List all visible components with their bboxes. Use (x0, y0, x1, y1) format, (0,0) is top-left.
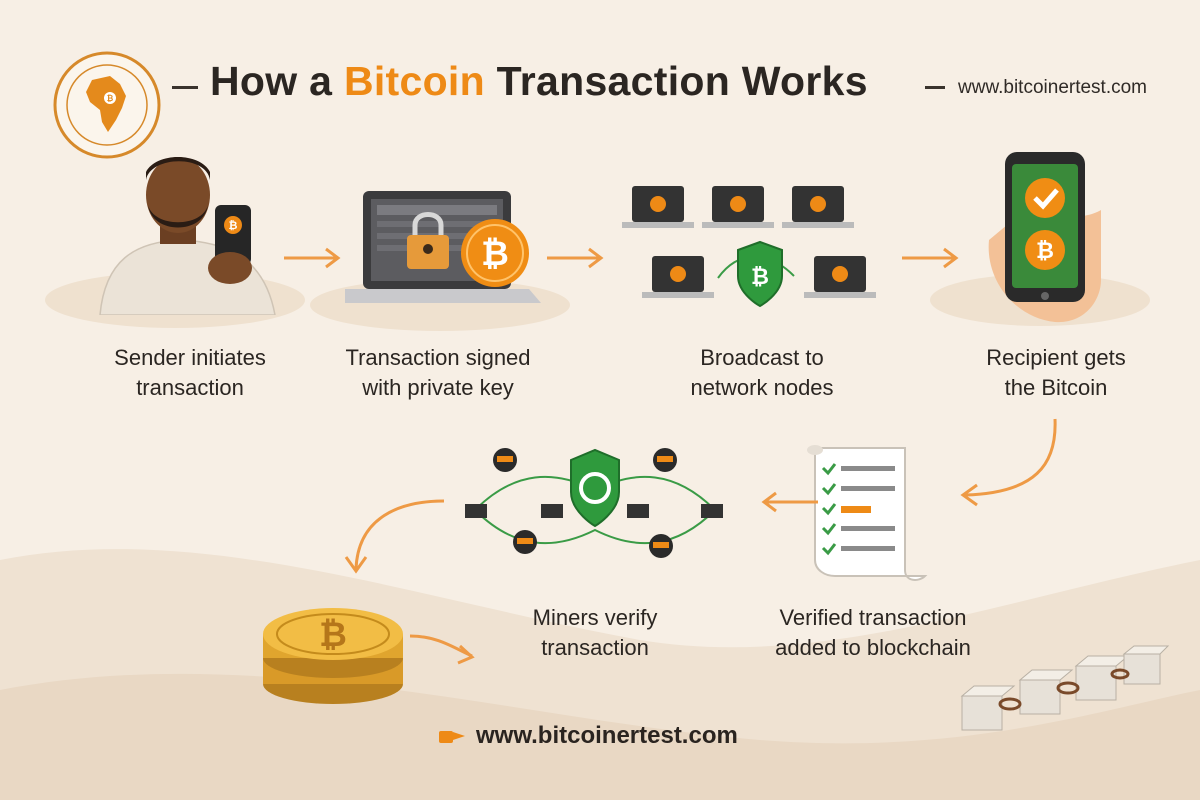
node-laptop-1 (622, 186, 694, 228)
flow-arrow-2 (547, 247, 604, 269)
flow-arrow-1 (284, 247, 341, 269)
broadcast-network-illustration: ₿ (622, 186, 876, 308)
chain-block-2 (1018, 669, 1074, 715)
flow-arrow-4 (960, 418, 1057, 507)
flow-arrow-7 (409, 634, 475, 665)
shield-icon: ₿ (737, 240, 783, 308)
page-title: How a Bitcoin Transaction Works (210, 58, 868, 104)
chain-block-3 (1074, 655, 1130, 701)
bitcoin-icon: ₿ (1025, 230, 1065, 270)
miner-robot-3 (513, 530, 537, 554)
flow-arrow-3 (902, 247, 959, 269)
svg-text:₿: ₿ (229, 219, 238, 232)
footer-site-link[interactable]: www.bitcoinertest.com (438, 722, 738, 750)
pointing-hand-icon (439, 731, 465, 743)
bitcoin-icon: ₿ (319, 615, 347, 655)
chain-links (998, 668, 1130, 711)
brand-logo-seal: ₿ (53, 51, 161, 159)
padlock-icon (407, 212, 449, 269)
checkmark-icon (1025, 178, 1065, 218)
svg-text:₿: ₿ (1036, 239, 1054, 264)
flow-arrow-5 (761, 491, 818, 513)
title-accent: Bitcoin (343, 58, 485, 104)
bitcoin-coin-icon: ₿ (461, 219, 529, 287)
node-laptop-3 (782, 186, 854, 228)
sender-illustration: ₿ (99, 157, 276, 315)
site-url-header[interactable]: www.bitcoinertest.com (958, 77, 1148, 98)
miner-robot-4 (649, 534, 673, 558)
svg-text:₿: ₿ (107, 94, 114, 103)
node-laptop-4 (642, 256, 714, 298)
signed-laptop-illustration: ₿ (345, 191, 541, 303)
miners-network-illustration (465, 448, 723, 558)
ledger-rows (821, 463, 895, 556)
bitcoin-coin-stack: ₿ (263, 608, 403, 704)
node-computers (465, 504, 723, 518)
node-laptop-2 (702, 186, 774, 228)
shield-icon (570, 448, 620, 528)
recipient-phone-illustration: ₿ (988, 152, 1101, 323)
title-dash-right (925, 86, 945, 89)
node-laptop-5 (804, 256, 876, 298)
flow-arrow-6 (344, 499, 445, 574)
chain-block-1 (960, 685, 1016, 731)
blockchain-blocks-illustration (960, 645, 1170, 731)
svg-text:₿: ₿ (751, 265, 769, 290)
miner-robot-2 (653, 448, 677, 472)
miner-robot-1 (493, 448, 517, 472)
africa-map-icon (86, 76, 126, 132)
svg-text:₿: ₿ (481, 234, 509, 274)
blockchain-ledger-illustration (807, 445, 928, 581)
title-dash-left (172, 86, 198, 89)
footer-url-text[interactable]: www.bitcoinertest.com (476, 722, 738, 749)
chain-block-4 (1122, 645, 1170, 685)
